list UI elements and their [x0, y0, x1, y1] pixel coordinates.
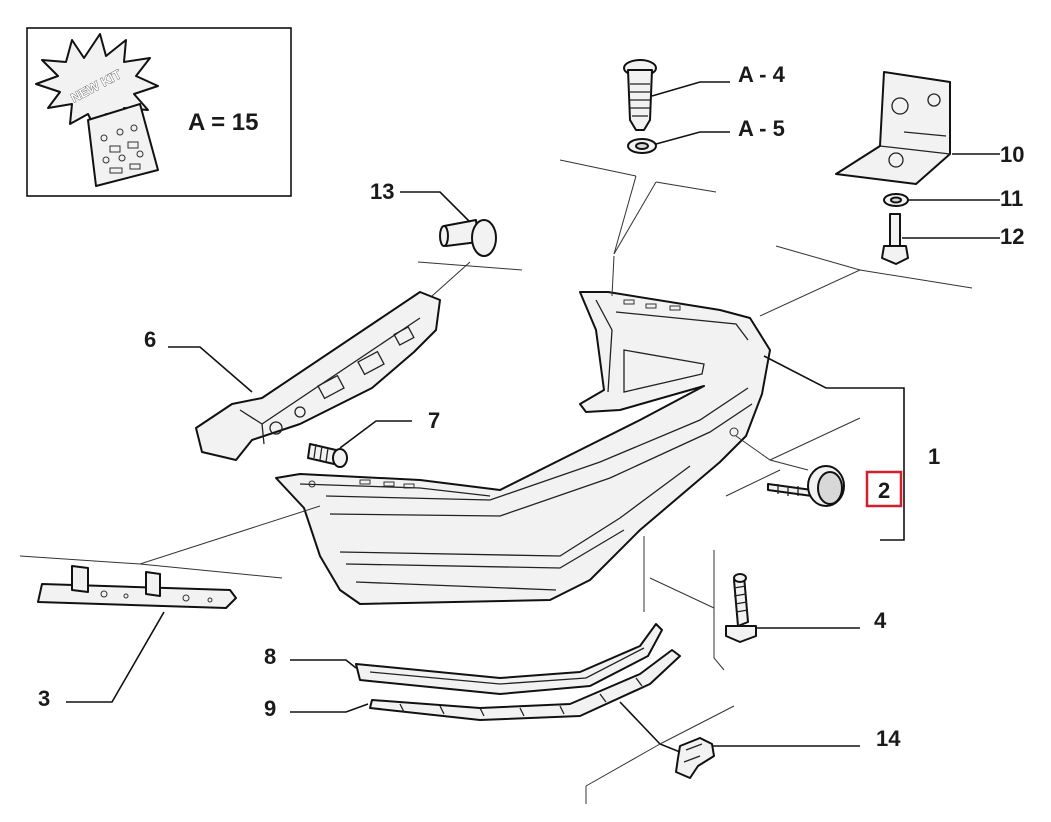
part-4-screw	[725, 573, 757, 643]
guide-top-e	[611, 255, 615, 297]
highlight-box-2	[865, 470, 903, 508]
guide-left-a	[19, 505, 321, 565]
leader-9	[290, 703, 369, 713]
part-9-lower-strip	[369, 649, 681, 721]
guide-top-b	[613, 175, 637, 255]
callout-12: 12	[1000, 224, 1024, 249]
part-13-clip	[439, 219, 497, 257]
guide-4a	[713, 550, 725, 671]
leader-a4	[651, 81, 730, 97]
callout-a4: A - 4	[738, 62, 786, 87]
guide-14b	[659, 705, 735, 745]
callout-1: 1	[928, 444, 940, 469]
callout-11: 11	[1000, 186, 1023, 211]
part-14-clip	[675, 737, 715, 779]
kit-quantity-label: A = 15	[188, 109, 259, 136]
callout-2: 2	[878, 478, 890, 503]
callout-8: 8	[264, 644, 276, 669]
guide-left-b	[139, 563, 283, 579]
kit-bag-icon	[87, 103, 159, 187]
leader-8	[290, 659, 357, 669]
part-3-bracket	[37, 565, 237, 609]
guide-top-a	[559, 159, 637, 177]
callout-7: 7	[428, 408, 440, 433]
part-10-angle-bracket	[835, 71, 951, 185]
part-a5-washer	[627, 138, 657, 154]
part-7-push-clip	[307, 443, 348, 468]
kit-inset: NEW KIT A = 15	[26, 27, 292, 197]
guide-13	[417, 261, 523, 271]
guide-4c	[649, 577, 715, 609]
guide-13b	[431, 261, 471, 297]
leader-13	[400, 191, 471, 223]
part-a4-screw	[623, 59, 657, 131]
part-6-reinforcement	[195, 291, 441, 461]
guide-right-b	[859, 269, 973, 289]
callout-9: 9	[264, 696, 276, 721]
guide-2b	[769, 417, 861, 461]
guide-14a	[585, 743, 661, 787]
guide-2a	[735, 435, 809, 471]
part-1-bumper	[275, 291, 771, 605]
callout-3: 3	[38, 686, 50, 711]
callout-a5: A - 5	[738, 116, 785, 141]
callout-13: 13	[370, 179, 394, 204]
callout-6: 6	[144, 327, 156, 352]
guide-top-c	[655, 181, 717, 193]
guide-2c	[725, 469, 781, 497]
part-2-tow-hook-cap	[767, 465, 845, 507]
leader-7	[339, 420, 412, 449]
guide-top-d	[613, 181, 657, 255]
leader-1	[763, 355, 905, 541]
part-11-washer	[883, 193, 909, 207]
guide-right-a	[759, 245, 862, 317]
leader-3	[66, 611, 165, 703]
leader-6	[168, 346, 253, 393]
callout-10: 10	[1000, 142, 1024, 167]
leader-9-14	[619, 701, 681, 753]
part-12-bolt	[881, 213, 909, 265]
part-8-trim-strip	[355, 623, 663, 695]
callout-14: 14	[876, 726, 901, 751]
leader-a5	[655, 131, 730, 145]
callout-4: 4	[874, 608, 887, 633]
